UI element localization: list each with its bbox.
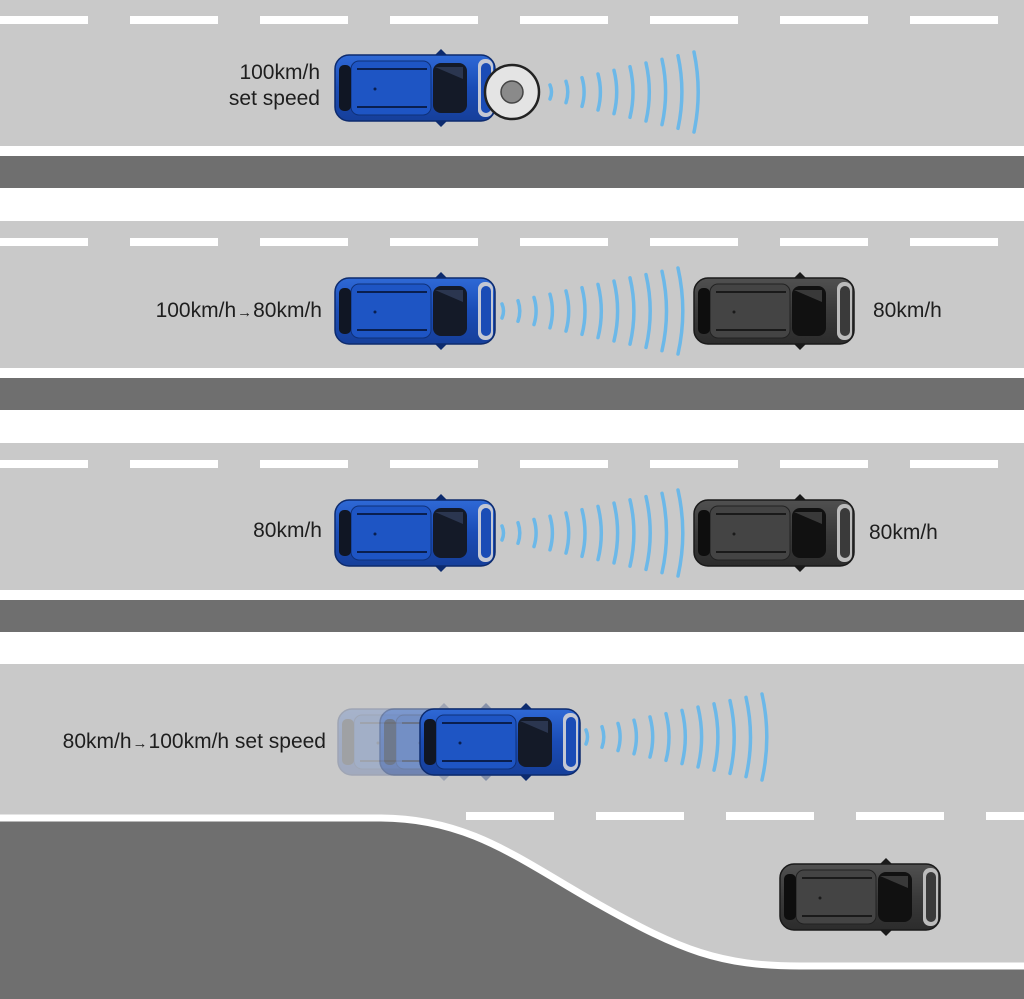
radar-wave-arc xyxy=(632,718,639,756)
right-arrow-icon: → xyxy=(237,304,253,321)
radar-waves-4 xyxy=(584,692,769,782)
radar-wave-arc xyxy=(628,64,635,120)
radar-wave-arc xyxy=(532,295,538,327)
radar-wave-arc xyxy=(596,282,604,340)
panel-2-to-speed: 80km/h xyxy=(253,299,322,322)
radar-wave-arc xyxy=(500,302,506,320)
radar-wave-arc xyxy=(712,702,720,772)
own-car-4 xyxy=(419,702,581,782)
own-car-2 xyxy=(334,271,496,351)
radar-wave-arc xyxy=(564,289,571,333)
radar-waves-3 xyxy=(500,488,685,578)
radar-wave-arc xyxy=(744,695,753,779)
radar-wave-arc xyxy=(628,276,636,346)
panel-3-lead-speed-label: 80km/h xyxy=(869,521,938,544)
panel-4-road xyxy=(0,664,1024,999)
right-arrow-icon: → xyxy=(132,735,148,752)
radar-wave-arc xyxy=(760,692,769,782)
panel-1-road xyxy=(0,0,1024,188)
radar-wave-arc xyxy=(612,68,619,116)
radar-wave-arc xyxy=(664,711,671,763)
radar-wave-arc xyxy=(644,272,652,350)
radar-waves-2 xyxy=(500,266,685,356)
radar-wave-arc xyxy=(564,511,571,555)
radar-wave-arc xyxy=(516,298,522,324)
radar-wave-arc xyxy=(516,520,522,546)
radar-wave-arc xyxy=(548,83,554,101)
radar-wave-arc xyxy=(564,79,570,105)
lead-car-2 xyxy=(693,271,855,351)
radar-wave-arc xyxy=(660,269,669,353)
radar-wave-arc xyxy=(600,724,606,750)
radar-wave-arc xyxy=(612,501,620,565)
radar-wave-arc xyxy=(660,491,669,575)
radar-sensor-icon xyxy=(483,63,541,121)
panel-2-from-speed: 100km/h xyxy=(155,299,237,322)
panel-3-own-speed-label: 80km/h xyxy=(253,519,322,542)
panel-4-to-speed: 100km/h set speed xyxy=(148,730,326,753)
own-car-1 xyxy=(334,48,496,128)
radar-wave-arc xyxy=(644,61,652,123)
radar-wave-arc xyxy=(696,705,704,769)
radar-wave-arc xyxy=(596,72,603,112)
radar-wave-arc xyxy=(676,266,685,356)
radar-wave-arc xyxy=(692,50,700,134)
radar-waves-1 xyxy=(548,50,700,134)
panel-2-own-speed-label: 100km/h→80km/h xyxy=(156,298,322,326)
radar-wave-arc xyxy=(628,498,636,568)
panel-2-lead-speed-label: 80km/h xyxy=(873,299,942,322)
radar-wave-arc xyxy=(676,488,685,578)
panel-2-road xyxy=(0,221,1024,410)
radar-wave-arc xyxy=(676,53,684,131)
radar-wave-arc xyxy=(612,279,620,343)
radar-wave-arc xyxy=(648,715,655,759)
radar-wave-arc xyxy=(548,514,555,552)
panel-4-from-speed: 80km/h xyxy=(62,730,132,753)
radar-wave-arc xyxy=(584,728,590,746)
panel-1-speed-line2: set speed xyxy=(228,87,320,110)
panel-1-speed-label: 100km/h set speed xyxy=(229,60,320,112)
lead-car-3 xyxy=(693,493,855,573)
radar-wave-arc xyxy=(660,57,668,127)
radar-wave-arc xyxy=(548,292,555,330)
radar-wave-arc xyxy=(500,524,506,542)
radar-wave-arc xyxy=(532,517,538,549)
radar-wave-arc xyxy=(616,721,622,753)
radar-wave-arc xyxy=(680,708,688,766)
panel-1-speed-line1: 100km/h xyxy=(239,61,320,84)
radar-wave-arc xyxy=(596,504,604,562)
radar-wave-arc xyxy=(580,285,587,337)
radar-wave-arc xyxy=(580,75,586,109)
lead-car-4-changed-lane xyxy=(779,857,941,937)
radar-wave-arc xyxy=(580,507,587,559)
radar-wave-arc xyxy=(644,494,652,572)
radar-wave-arc xyxy=(728,698,736,776)
panel-4-speed-label: 80km/h→100km/h set speed xyxy=(63,729,326,757)
own-car-3 xyxy=(334,493,496,573)
